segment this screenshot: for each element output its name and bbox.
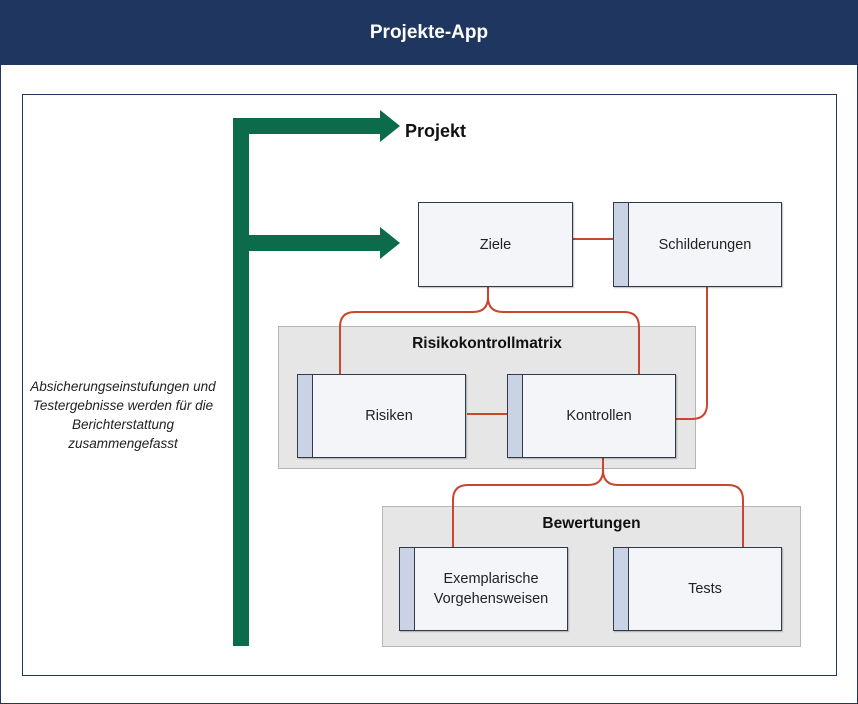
ziele-box: Ziele [418,202,573,287]
connector-ziele-kontrollen [487,296,640,374]
connector-ziele-risiken [339,287,489,374]
vorgehensweisen-label: Exemplarische Vorgehensweisen [433,571,549,607]
arrow-ziele-shaft [233,235,383,251]
schilderungen-box: Schilderungen [613,202,782,287]
kontrollen-box: Kontrollen [507,374,676,458]
ziele-label: Ziele [479,236,512,253]
risiken-label: Risiken [365,408,413,424]
app-title: Projekte-App [369,22,489,43]
projekt-label: Projekt [405,121,467,141]
arrow-projekt-shaft [233,118,383,134]
connector-kontrollen-vorgehensweisen [452,457,604,547]
project-trunk [233,118,249,646]
connector-kontrollen-tests [602,469,744,547]
tests-box: Tests [613,547,782,631]
risikokontrollmatrix-title: Risikokontrollmatrix [412,335,562,352]
tests-label: Tests [688,581,722,597]
summary-note: Absicherungseinstufungen und Testergebni… [30,379,216,451]
connector-schilderungen-kontrollen [676,287,708,420]
kontrollen-label: Kontrollen [566,408,632,424]
risiken-box: Risiken [297,374,466,458]
schilderungen-label: Schilderungen [658,236,752,253]
app-header: Projekte-App [1,1,857,65]
bewertungen-title: Bewertungen [542,515,641,532]
vorgehensweisen-box: Exemplarische Vorgehensweisen [399,547,568,631]
arrow-projekt-head [380,110,400,142]
arrow-ziele-head [380,227,400,259]
